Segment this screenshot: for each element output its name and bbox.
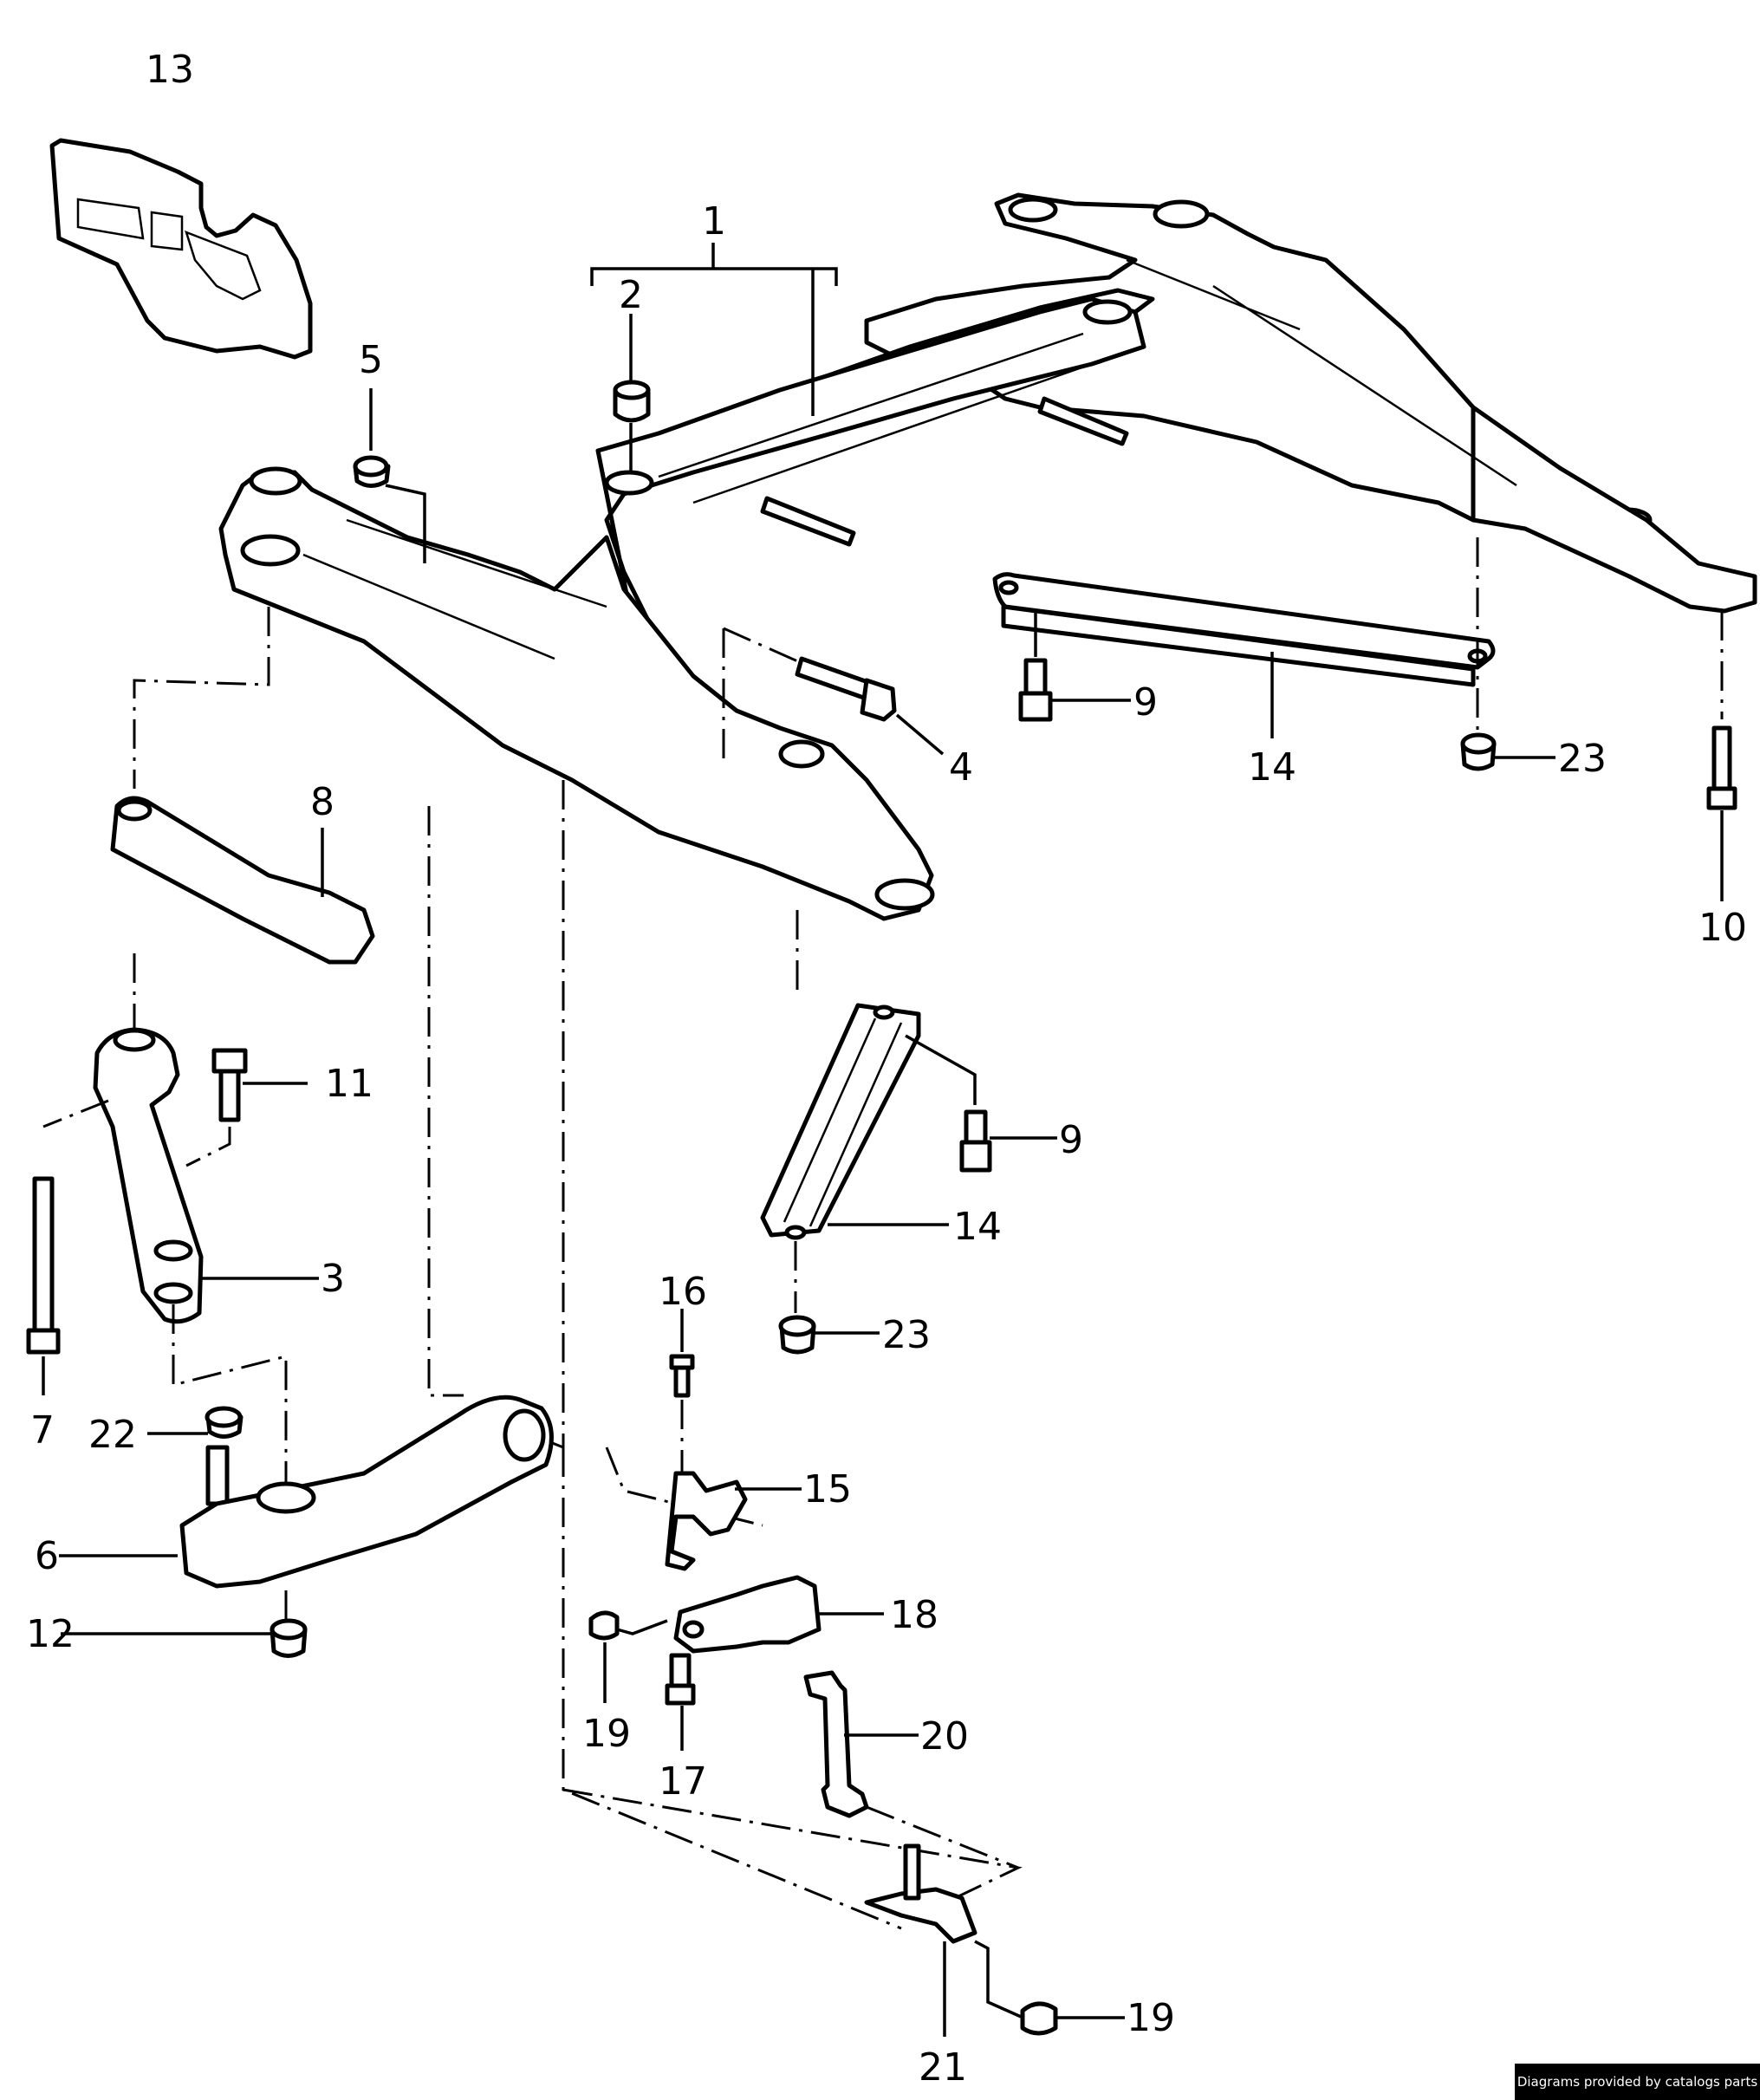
part-23-nut-upper[interactable] — [1460, 537, 1555, 771]
part-9-bolt-lower[interactable] — [959, 1109, 1057, 1173]
callout-2: 2 — [619, 273, 643, 317]
callout-6: 6 — [35, 1534, 59, 1578]
part-14-strut-upper[interactable] — [992, 572, 1496, 738]
part-8-bracket[interactable] — [110, 607, 375, 965]
part-20-coupling-rod[interactable] — [803, 1670, 1019, 1869]
callout-7: 7 — [30, 1408, 55, 1453]
callout-4: 4 — [949, 745, 973, 790]
part-9-bolt-upper[interactable] — [1018, 611, 1131, 722]
callout-labels: 1 2 3 4 5 6 7 8 9 9 10 11 12 13 14 14 15… — [26, 48, 1747, 2090]
callout-22: 22 — [88, 1413, 137, 1457]
part-5-nut[interactable] — [353, 388, 426, 563]
part-16-bolt[interactable] — [669, 1309, 695, 1473]
callout-9-upper: 9 — [1133, 680, 1158, 725]
callout-14-upper: 14 — [1248, 745, 1296, 790]
callout-23-lower: 23 — [882, 1313, 931, 1357]
part-17-bolt[interactable] — [665, 1653, 696, 1751]
callout-19-left: 19 — [582, 1712, 631, 1756]
part-19-nut-right[interactable] — [1020, 2001, 1125, 2036]
part-13-shield[interactable] — [49, 138, 313, 360]
part-1-subframe[interactable] — [218, 192, 1757, 921]
callout-13: 13 — [146, 48, 194, 92]
callout-21: 21 — [919, 2045, 967, 2090]
part-2-bushing[interactable] — [613, 314, 651, 472]
callout-12: 12 — [26, 1612, 75, 1656]
part-21-bracket[interactable] — [864, 1843, 1028, 2037]
callout-3: 3 — [321, 1257, 345, 1301]
part-11-bolt[interactable] — [185, 1048, 308, 1167]
part-4-bolt[interactable] — [722, 627, 945, 763]
callout-20: 20 — [920, 1714, 969, 1759]
callout-23-upper: 23 — [1558, 737, 1607, 781]
part-23-nut-lower[interactable] — [778, 1315, 880, 1355]
part-7-bolt[interactable] — [26, 1099, 109, 1395]
callout-5: 5 — [359, 338, 383, 382]
part-18-level-sensor[interactable] — [673, 1575, 884, 1654]
callout-15: 15 — [803, 1467, 852, 1512]
callout-14-lower: 14 — [953, 1205, 1002, 1249]
callout-18: 18 — [890, 1593, 938, 1637]
watermark-banner: Diagrams provided by catalogs parts — [1515, 2064, 1760, 2100]
callout-8: 8 — [310, 780, 334, 824]
callout-11: 11 — [325, 1062, 373, 1106]
callout-1: 1 — [702, 199, 726, 244]
part-3-strut-arm[interactable] — [93, 953, 319, 1499]
callout-10: 10 — [1698, 906, 1747, 950]
part-15-holder[interactable] — [665, 1471, 802, 1571]
part-10-bolt[interactable] — [1706, 611, 1737, 901]
callout-19-right: 19 — [1127, 1996, 1175, 2040]
part-12-nut[interactable] — [61, 1618, 308, 1658]
part-22-nut[interactable] — [147, 1406, 244, 1439]
part-14-strut-lower[interactable] — [760, 910, 977, 1313]
callout-17: 17 — [659, 1759, 707, 1804]
callout-9-lower: 9 — [1059, 1118, 1083, 1162]
callout-16: 16 — [659, 1270, 707, 1314]
part-19-nut-left[interactable] — [588, 1610, 668, 1703]
